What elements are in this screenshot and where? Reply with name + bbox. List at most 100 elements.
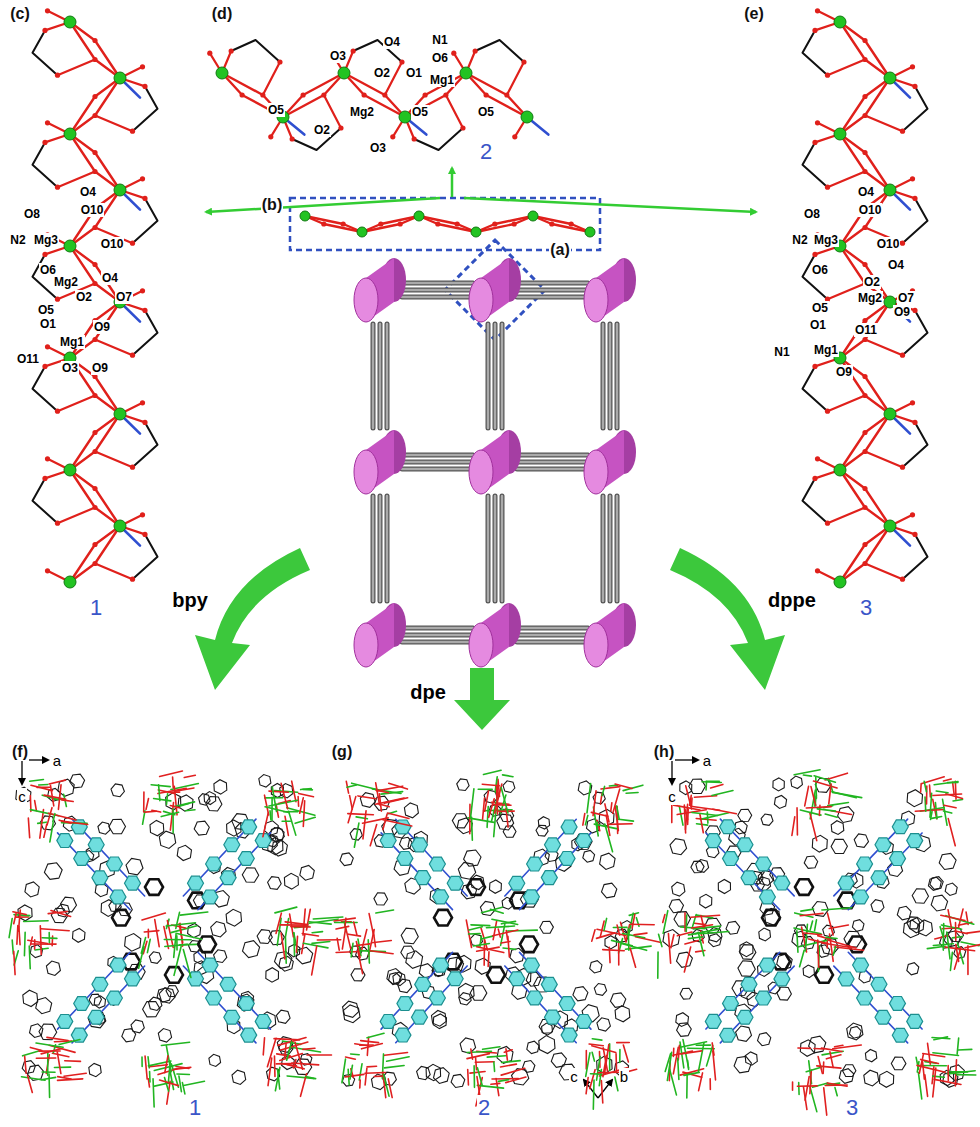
compound-number: 2	[477, 1095, 491, 1121]
metal-oxide-stick	[592, 1046, 616, 1053]
metal-oxide-stick	[626, 792, 638, 794]
cylinder-cap	[584, 450, 608, 494]
carboxylate	[33, 30, 58, 75]
metal-oxide-stick	[618, 943, 620, 965]
ring	[145, 879, 163, 895]
metal-oxide-stick	[49, 780, 65, 784]
rod	[386, 496, 389, 601]
green-arrow	[464, 198, 756, 212]
metal-oxide-stick	[506, 1049, 507, 1060]
metal-oxide-stick	[827, 1083, 847, 1086]
metal-oxide-stick	[154, 799, 171, 801]
ring	[677, 952, 693, 967]
metal-oxide-stick	[819, 805, 821, 815]
metal-oxide-stick	[291, 926, 310, 928]
metal-oxide-stick	[959, 909, 963, 926]
metal-oxide-stick	[14, 951, 15, 974]
metal-oxide-stick	[932, 816, 942, 818]
oxygen-atom	[130, 241, 135, 246]
magnesium-atom	[64, 576, 76, 588]
oxygen-atom	[512, 134, 517, 139]
mo-bond	[865, 40, 890, 78]
ring	[545, 1010, 561, 1024]
rod	[616, 496, 619, 601]
oxygen-atom	[862, 374, 867, 379]
metal-oxide-stick	[493, 930, 518, 936]
mo-bond	[865, 452, 903, 468]
metal-oxide-stick	[810, 1070, 811, 1094]
rod	[487, 324, 490, 428]
ring	[106, 857, 122, 871]
atom-label: O3	[369, 141, 387, 155]
atom-label: O4	[79, 185, 97, 199]
panel-label: (f)	[11, 743, 29, 761]
oxygen-atom	[92, 393, 97, 398]
ring	[387, 969, 402, 984]
metal-oxide-stick	[309, 922, 331, 924]
metal-oxide-stick	[600, 921, 604, 937]
mo-bond	[840, 432, 865, 470]
oxygen-atom	[92, 169, 97, 174]
ring	[457, 779, 469, 791]
ring	[157, 988, 171, 1002]
oxygen-atom	[473, 48, 478, 53]
ring	[206, 991, 222, 1005]
ring	[854, 834, 868, 847]
mn-bond	[890, 302, 910, 322]
metal-oxide-stick	[833, 1045, 862, 1049]
oxygen-atom	[268, 134, 273, 139]
ring	[709, 934, 722, 947]
ligand-bond	[58, 952, 131, 1029]
metal-oxide-stick	[9, 918, 12, 937]
ring	[125, 876, 141, 890]
ring	[545, 838, 561, 852]
ring	[875, 838, 891, 852]
ring	[94, 996, 105, 1008]
ring	[206, 857, 222, 871]
atom-label: O2	[863, 275, 881, 289]
metal-oxide-stick	[471, 924, 490, 926]
ring	[415, 871, 431, 885]
ring	[158, 1029, 171, 1043]
metal-oxide-stick	[350, 1065, 352, 1079]
metal-oxide-stick	[383, 820, 412, 826]
metal-oxide-stick	[369, 914, 374, 936]
ring	[838, 972, 854, 986]
metal-oxide-stick	[663, 911, 668, 934]
oxygen-atom	[812, 476, 817, 481]
ring	[590, 961, 602, 973]
ring	[527, 857, 543, 871]
ring	[150, 820, 164, 835]
carboxylate	[33, 142, 58, 187]
metal-oxide-stick	[797, 931, 798, 953]
rods	[373, 283, 617, 642]
mo-bond	[840, 134, 865, 172]
rod	[486, 496, 491, 601]
metal-oxide-stick	[635, 937, 661, 943]
ring	[912, 889, 928, 904]
rod	[402, 289, 473, 292]
metal-oxide-stick	[299, 793, 314, 796]
ring	[259, 775, 271, 788]
metal-oxide-stick	[615, 1077, 618, 1091]
oxygen-atom	[451, 51, 456, 56]
ring	[389, 973, 401, 985]
ligand-bond	[520, 952, 591, 1029]
atom-label: O5	[477, 105, 495, 119]
metal-oxide-stick	[62, 822, 88, 824]
oxygen-atom	[140, 400, 145, 405]
ring	[487, 967, 505, 983]
cylinder-cap	[354, 450, 378, 494]
metal-oxide-stick	[28, 1075, 33, 1092]
ligand-bond	[834, 819, 908, 896]
ring	[718, 880, 730, 894]
mo-bond	[70, 96, 95, 134]
ligand-label: bpy	[171, 589, 209, 612]
metal-oxide-stick	[172, 809, 174, 833]
metal-oxide-stick	[294, 933, 298, 952]
atom-label: N1	[431, 33, 448, 47]
metal-oxide-stick	[291, 1047, 320, 1052]
atom-label: Mg1	[59, 335, 85, 349]
metal-oxide-stick	[359, 1064, 362, 1080]
metal-oxide-stick	[954, 947, 961, 969]
